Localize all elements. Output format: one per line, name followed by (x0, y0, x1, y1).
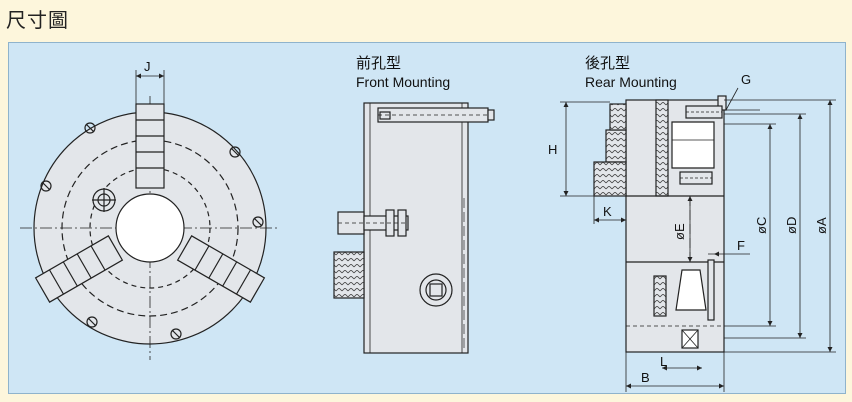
center-bore (115, 193, 185, 263)
front-title-en: Front Mounting (356, 74, 450, 90)
rear-mounting-view (560, 87, 836, 392)
front-serrated-jaw (333, 251, 365, 299)
rear-lower-section (653, 259, 715, 349)
front-socket (419, 273, 453, 307)
dim-L: L (660, 354, 667, 369)
front-title-cn: 前孔型 (356, 54, 401, 72)
jaw-slot-right (176, 235, 266, 303)
dim-F: F (737, 238, 745, 253)
rear-title-en: Rear Mounting (585, 74, 677, 90)
dim-H: H (548, 142, 557, 157)
front-mounting-view (333, 102, 495, 354)
dim-D: øD (784, 217, 799, 234)
dim-K: K (603, 204, 612, 219)
dim-J: J (144, 59, 151, 74)
front-face-view (20, 70, 280, 360)
jaw-slot-left (34, 235, 124, 303)
mounting-bolts (40, 122, 264, 340)
jaw-slot-top (135, 103, 165, 189)
dim-G: G (741, 72, 751, 87)
rear-dimension-lines (560, 87, 836, 392)
page-heading: 尺寸圖 (6, 8, 69, 32)
front-jaw (337, 209, 409, 237)
dim-C: øC (754, 217, 769, 234)
rear-upper-section (655, 99, 723, 197)
rear-jaw (593, 103, 627, 197)
dim-A: øA (814, 217, 829, 234)
dim-B: B (641, 370, 650, 385)
rear-title-cn: 後孔型 (585, 54, 630, 72)
pinion-socket (92, 188, 116, 212)
dim-E: øE (672, 223, 687, 240)
